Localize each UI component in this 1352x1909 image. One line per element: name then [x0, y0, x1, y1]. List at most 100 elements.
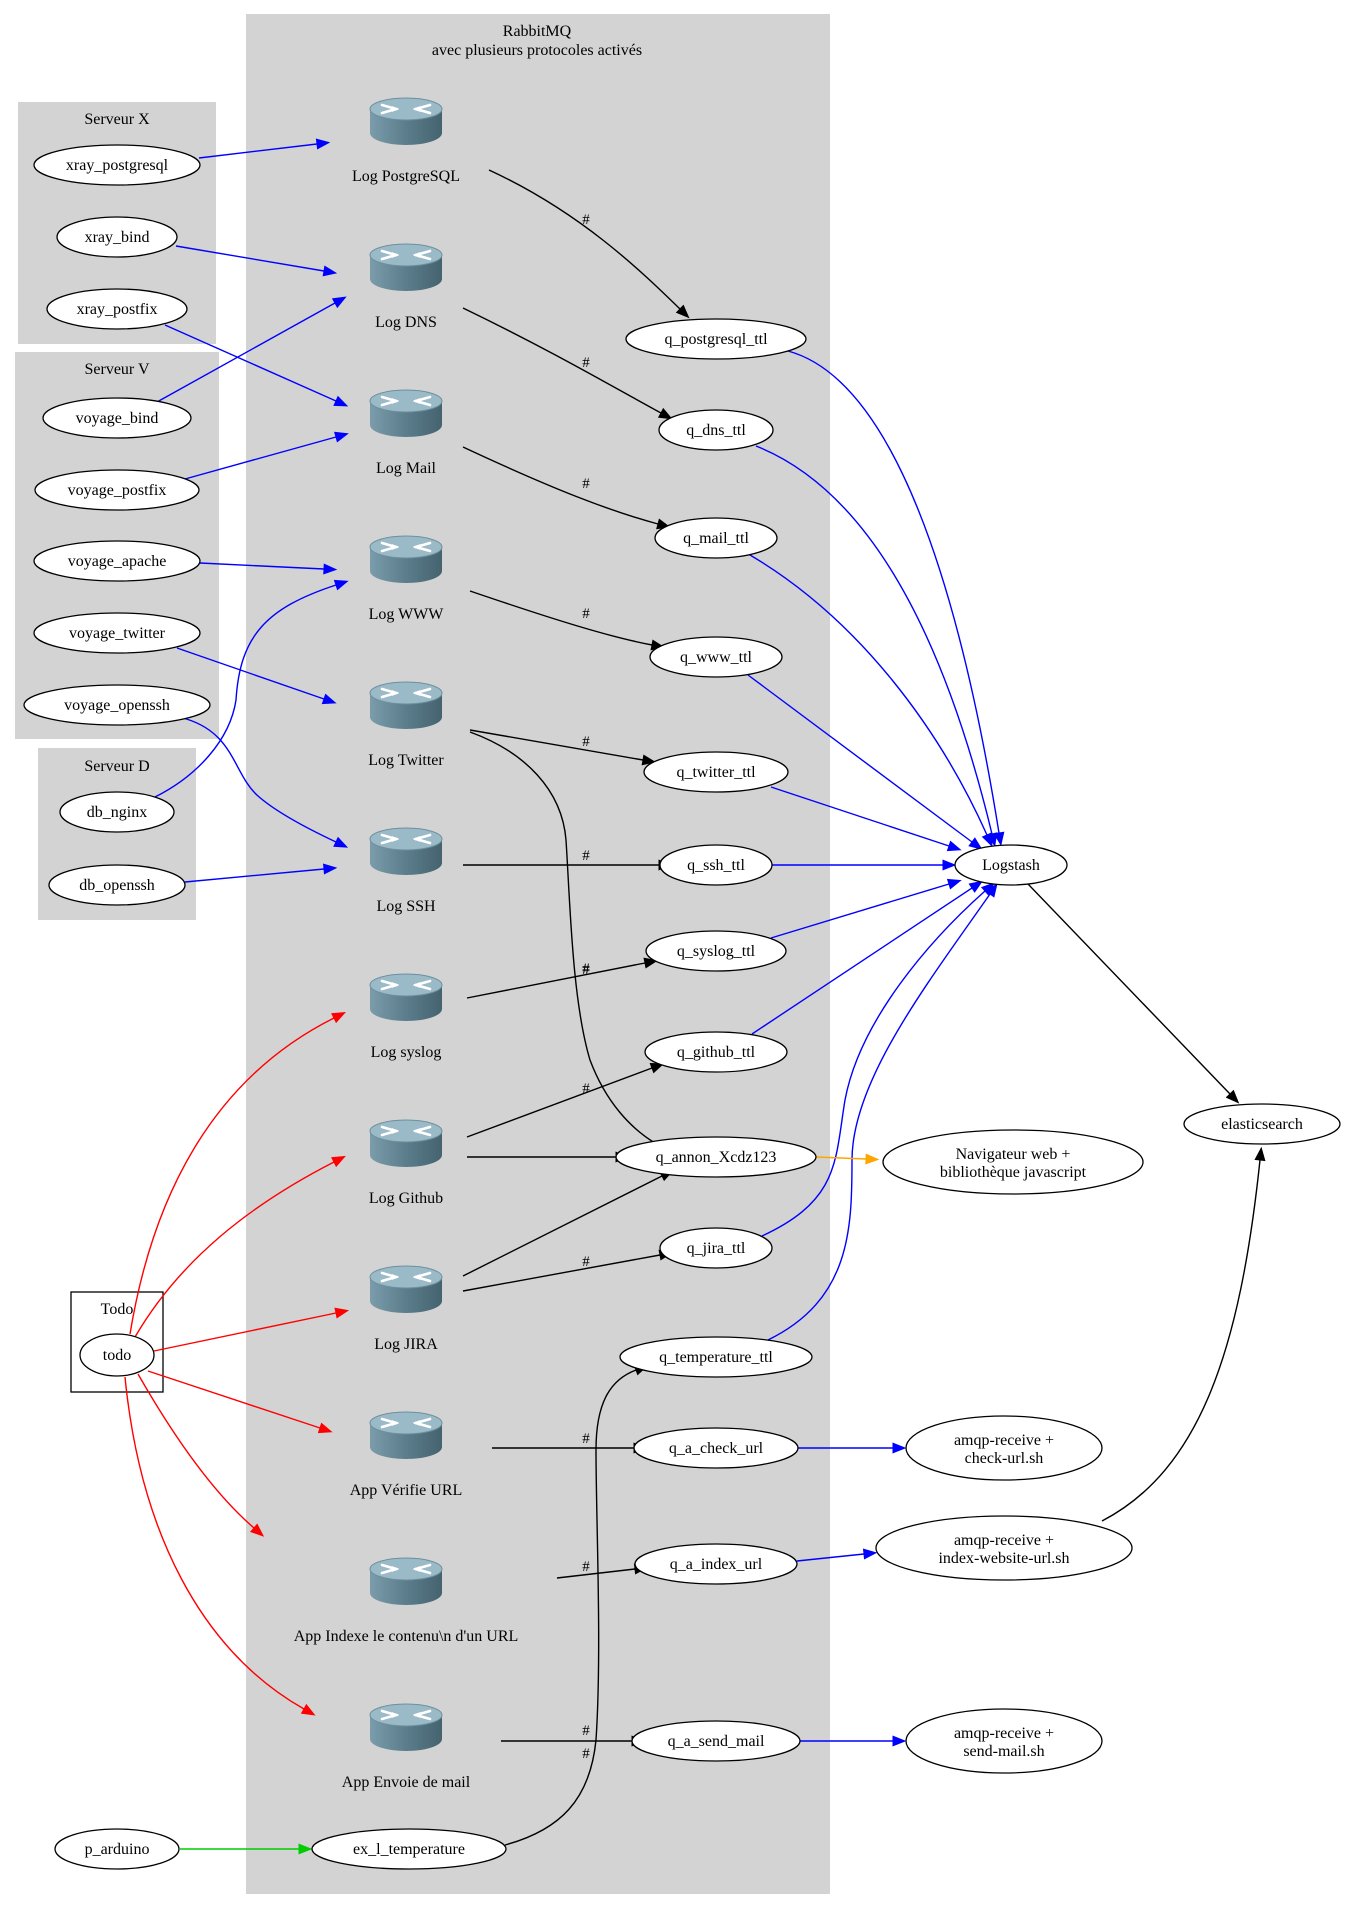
- consumer-check-url-label-line2: check-url.sh: [965, 1450, 1044, 1467]
- edge-voyage-twitter-to-log-twitter: [176, 647, 337, 705]
- cluster-todo-title: Todo: [101, 1301, 134, 1318]
- edge-log-syslog-to-q-syslog-ttl-routing-key: #: [582, 961, 590, 977]
- consumer-navigateur-web: Navigateur web +bibliothèque javascript: [882, 1129, 1144, 1195]
- consumer-send-mail: amqp-receive +send-mail.sh: [905, 1708, 1103, 1774]
- queue-q-www-ttl-label: q_www_ttl: [680, 649, 753, 666]
- edge-app-indexe-to-q-a-index-url-routing-key: #: [582, 1559, 590, 1575]
- router-icon: [368, 681, 444, 731]
- exchange-log-twitter: Log Twitter: [368, 681, 444, 769]
- source-xray-postfix: xray_postfix: [46, 288, 188, 330]
- queue-q-jira-ttl-label: q_jira_ttl: [687, 1240, 746, 1257]
- exchange-ex-l-temperature-label: ex_l_temperature: [353, 1841, 465, 1858]
- consumer-index-website-url-label-line2: index-website-url.sh: [938, 1550, 1069, 1567]
- consumer-send-mail-label-line1: amqp-receive +: [954, 1725, 1054, 1742]
- edge-log-postgresql-to-q-postgresql-ttl-routing-key: #: [582, 212, 590, 228]
- queue-q-postgresql-ttl: q_postgresql_ttl: [625, 318, 807, 360]
- edge-db-openssh-to-log-ssh: [184, 863, 338, 883]
- cluster-rabbitmq-subtitle: avec plusieurs protocoles activés: [432, 42, 642, 59]
- queue-q-github-ttl-label: q_github_ttl: [677, 1044, 756, 1061]
- exchange-log-dns-label: Log DNS: [375, 314, 437, 331]
- queue-q-a-check-url: q_a_check_url: [633, 1427, 799, 1469]
- queue-q-syslog-ttl-label: q_syslog_ttl: [677, 943, 756, 960]
- exchange-log-github-label: Log Github: [369, 1190, 443, 1207]
- edge-q-annon-to-navigateur: [815, 1153, 880, 1165]
- exchange-log-jira-label: Log JIRA: [374, 1336, 438, 1353]
- edge-q-github-ttl-to-logstash: [751, 880, 984, 1035]
- queue-q-twitter-ttl: q_twitter_ttl: [643, 751, 789, 793]
- edge-log-mail-to-q-mail-ttl-routing-key: #: [582, 476, 590, 492]
- consumer-elasticsearch: elasticsearch: [1183, 1103, 1341, 1145]
- consumer-navigateur-web-label-line1: Navigateur web +: [956, 1146, 1071, 1163]
- source-p-arduino: p_arduino: [54, 1828, 180, 1870]
- source-p-arduino-label: p_arduino: [85, 1841, 150, 1858]
- edge-log-twitter-to-q-twitter-ttl-routing-key: #: [582, 734, 590, 750]
- consumer-check-url: amqp-receive +check-url.sh: [905, 1415, 1103, 1481]
- queue-q-a-index-url: q_a_index_url: [634, 1543, 798, 1585]
- queue-q-mail-ttl-label: q_mail_ttl: [683, 530, 749, 547]
- exchange-log-mail-label: Log Mail: [376, 460, 437, 477]
- queue-q-postgresql-ttl-label: q_postgresql_ttl: [664, 331, 768, 348]
- edge-q-ssh-ttl-to-logstash: [772, 859, 957, 871]
- cluster-rabbitmq-title: RabbitMQ: [503, 23, 572, 40]
- exchange-app-verifie-url: App Vérifie URL: [350, 1411, 463, 1499]
- exchange-log-www-label: Log WWW: [369, 606, 445, 623]
- source-voyage-apache-label: voyage_apache: [68, 553, 167, 570]
- source-voyage-openssh-label: voyage_openssh: [64, 697, 170, 714]
- queue-q-temperature-ttl-label: q_temperature_ttl: [659, 1349, 773, 1366]
- source-voyage-postfix-label: voyage_postfix: [68, 482, 167, 499]
- exchange-app-indexe: App Indexe le contenu\n d'un URL: [294, 1557, 519, 1645]
- exchange-log-github: Log Github: [368, 1119, 444, 1207]
- edge-todo-to-log-github: [134, 1155, 346, 1338]
- edge-log-github-to-q-github-ttl: #: [466, 1062, 665, 1138]
- queue-q-github-ttl: q_github_ttl: [644, 1031, 788, 1073]
- consumer-logstash-label: Logstash: [982, 857, 1040, 874]
- edge-voyage-apache-to-log-www: [199, 562, 338, 575]
- edge-log-jira-to-q-jira-ttl-routing-key: #: [582, 1254, 590, 1270]
- cluster-serveur-x-title: Serveur X: [84, 111, 150, 128]
- consumer-index-website-url: amqp-receive +index-website-url.sh: [875, 1515, 1133, 1581]
- source-todo: todo: [79, 1333, 155, 1377]
- cluster-serveur-d-title: Serveur D: [84, 758, 149, 775]
- queue-q-syslog-ttl: q_syslog_ttl: [645, 930, 787, 972]
- exchange-log-syslog: Log syslog: [368, 973, 444, 1061]
- queue-q-dns-ttl-label: q_dns_ttl: [686, 422, 746, 439]
- edge-todo-to-app-envoie-mail: [124, 1376, 316, 1716]
- edge-q-a-check-url-to-amqp-check-url: [798, 1442, 907, 1454]
- queue-q-a-send-mail: q_a_send_mail: [631, 1720, 801, 1762]
- source-voyage-twitter-label: voyage_twitter: [69, 625, 166, 642]
- edge-app-envoie-mail-to-q-a-send-mail-routing-key: #: [582, 1723, 590, 1739]
- consumer-send-mail-label-line2: send-mail.sh: [963, 1743, 1044, 1760]
- edge-q-mail-ttl-to-logstash: [749, 554, 993, 848]
- queue-q-annon-xcdz123: q_annon_Xcdz123: [615, 1136, 817, 1178]
- edge-q-syslog-ttl-to-logstash: [770, 878, 962, 939]
- router-icon: [368, 1703, 444, 1753]
- exchange-log-dns: Log DNS: [368, 243, 444, 331]
- queue-q-annon-xcdz123-label: q_annon_Xcdz123: [656, 1149, 777, 1166]
- edge-log-postgresql-to-q-postgresql-ttl: #: [488, 169, 690, 319]
- source-voyage-apache: voyage_apache: [33, 540, 201, 582]
- source-xray-bind-label: xray_bind: [85, 229, 150, 246]
- exchange-log-syslog-label: Log syslog: [371, 1044, 442, 1061]
- edge-voyage-bind-to-log-dns: [156, 296, 347, 403]
- queue-q-dns-ttl: q_dns_ttl: [658, 409, 774, 451]
- source-xray-postgresql: xray_postgresql: [33, 144, 201, 186]
- nodes: xray_postgresql xray_bind xray_postfixvoya…: [23, 97, 1341, 1870]
- exchange-ex-l-temperature: ex_l_temperature: [311, 1828, 507, 1870]
- edge-p-arduino-to-ex-l-temperature: [180, 1843, 313, 1855]
- consumer-elasticsearch-label: elasticsearch: [1221, 1116, 1303, 1133]
- edge-todo-to-log-syslog: [129, 1012, 346, 1335]
- edge-xray-bind-to-log-dns: [175, 245, 338, 277]
- edge-todo-to-app-indexe: [137, 1373, 265, 1537]
- router-icon: [368, 1119, 444, 1169]
- edge-logstash-to-elasticsearch: [1027, 883, 1240, 1104]
- exchange-log-postgresql-label: Log PostgreSQL: [352, 168, 460, 185]
- queue-q-mail-ttl: q_mail_ttl: [654, 517, 778, 559]
- router-icon: [368, 1557, 444, 1607]
- exchange-app-indexe-label: App Indexe le contenu\n d'un URL: [294, 1628, 519, 1645]
- source-voyage-twitter: voyage_twitter: [33, 612, 201, 654]
- edge-log-github-to-q-github-ttl-routing-key: #: [582, 1081, 590, 1097]
- exchange-app-verifie-url-label: App Vérifie URL: [350, 1482, 463, 1499]
- edge-log-dns-to-q-dns-ttl-routing-key: #: [582, 355, 590, 371]
- queue-q-ssh-ttl-label: q_ssh_ttl: [687, 857, 745, 874]
- edge-q-twitter-ttl-to-logstash: [770, 786, 962, 852]
